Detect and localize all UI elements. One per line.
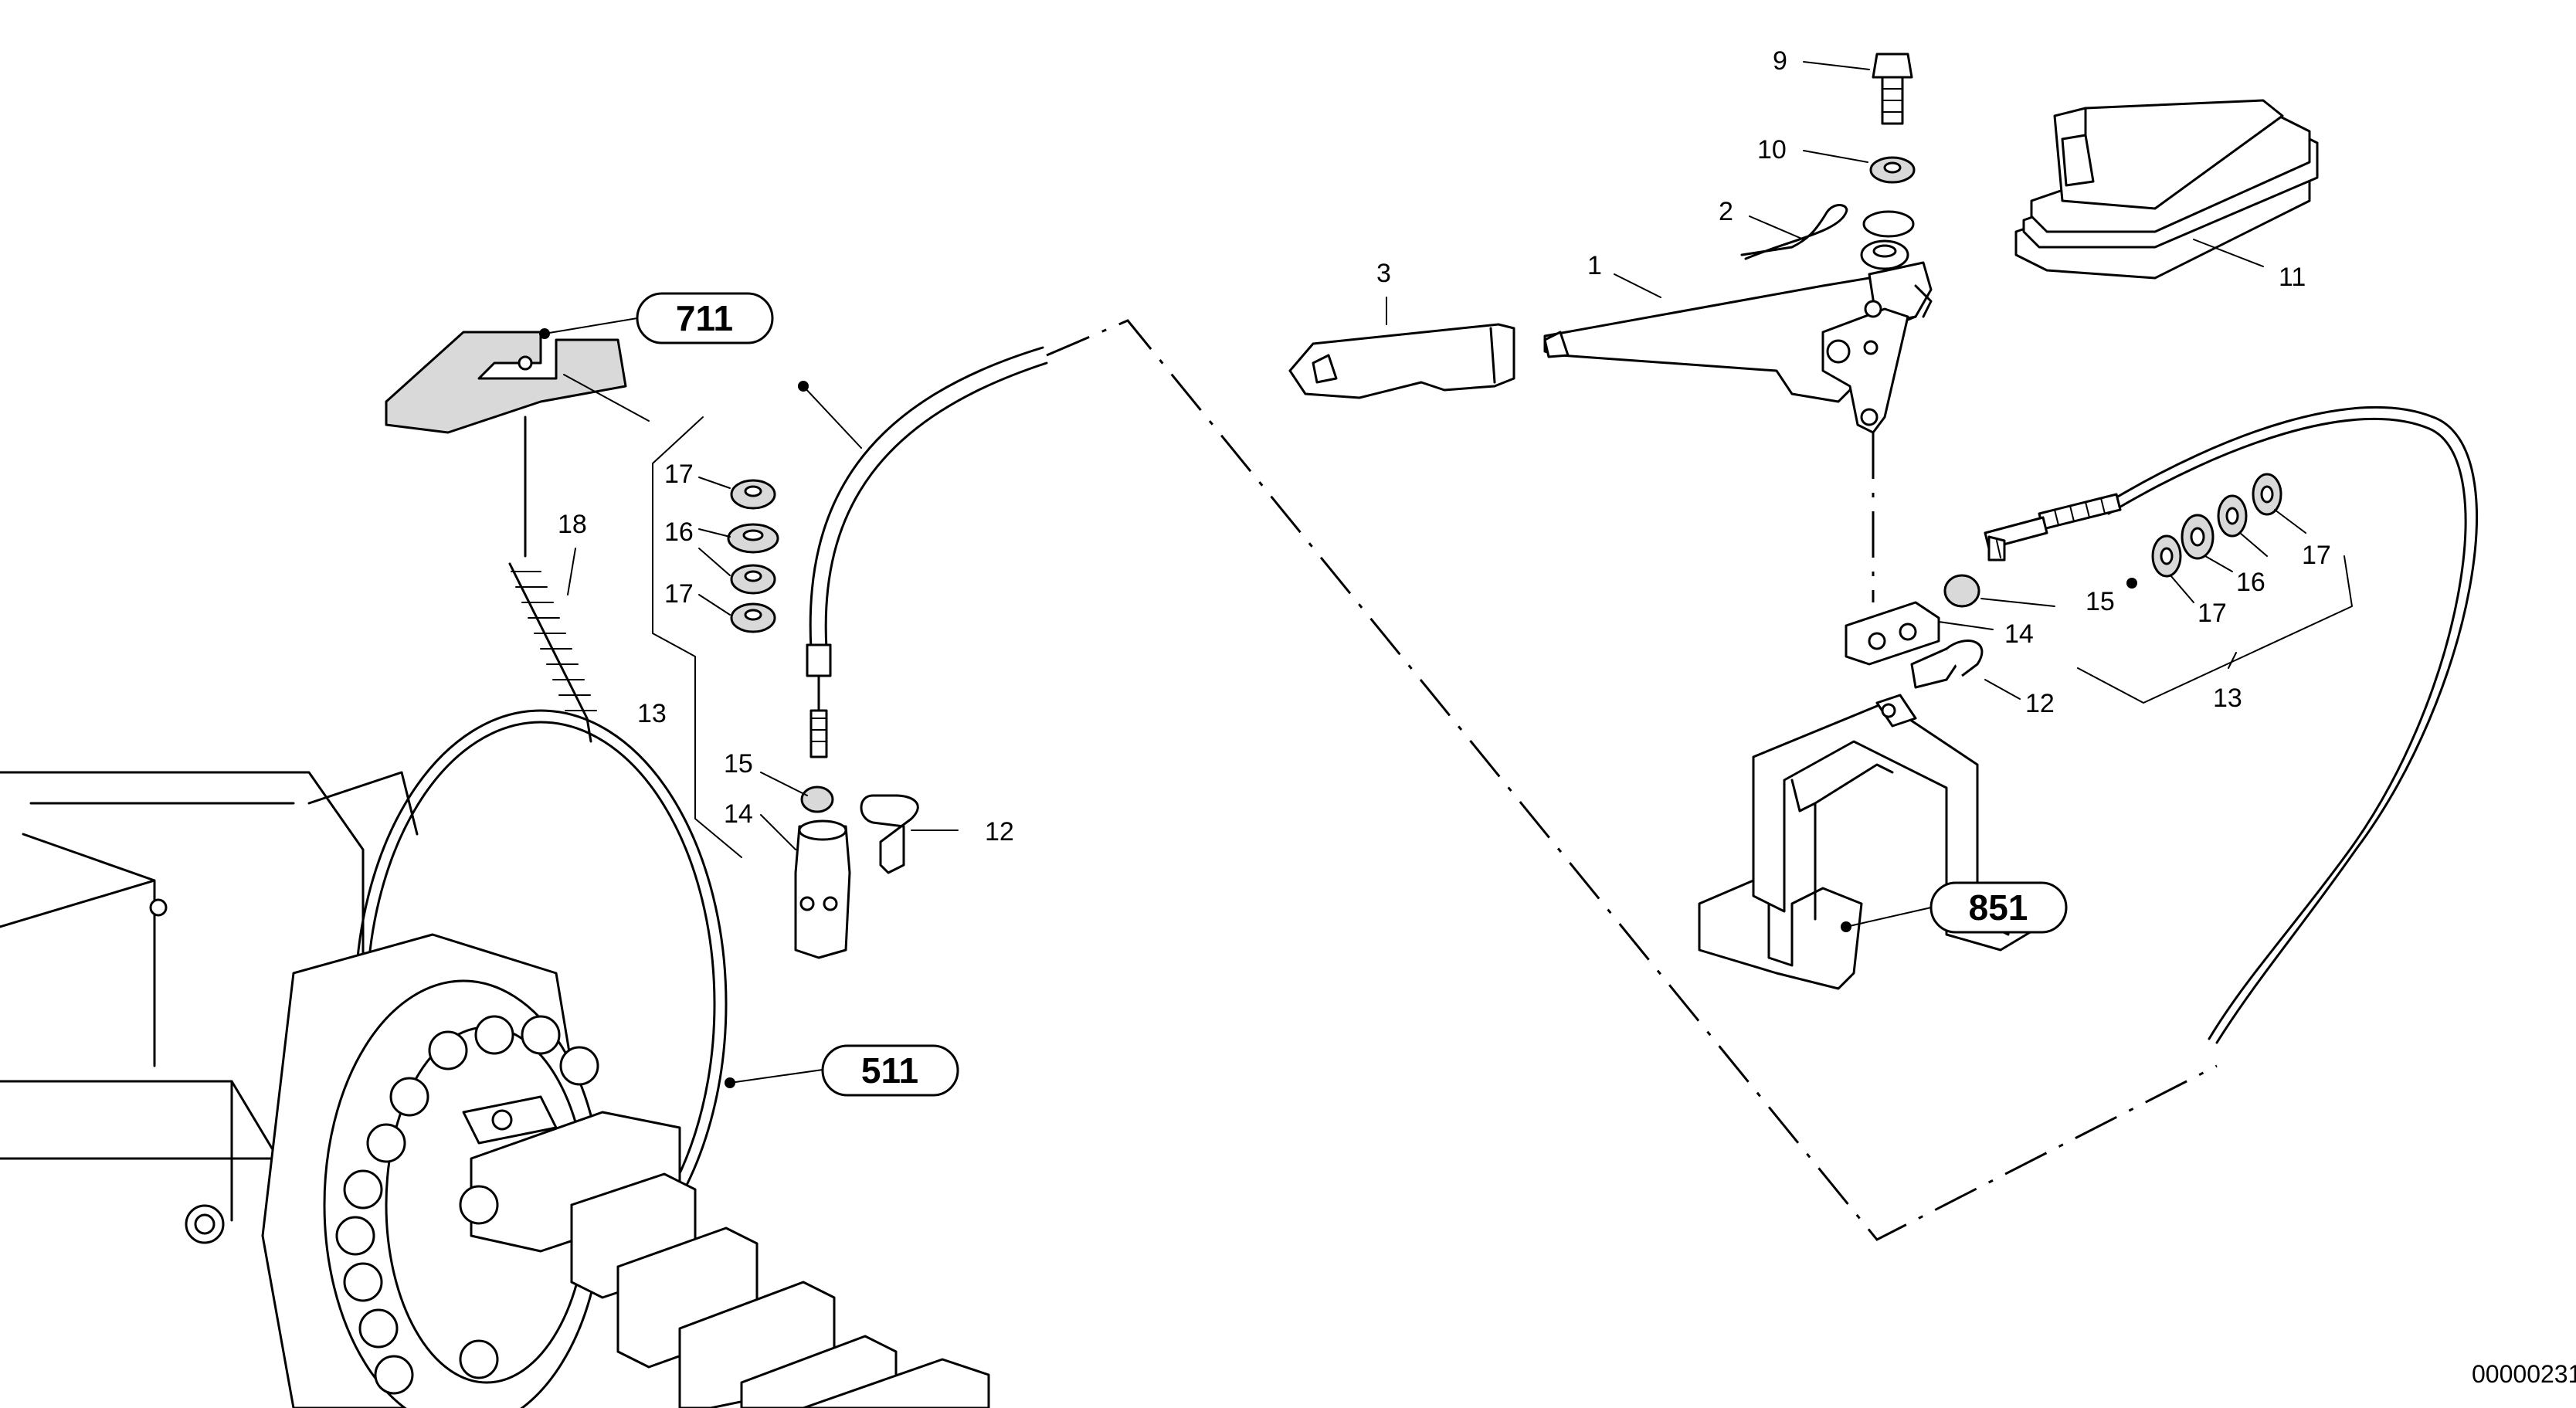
handle-grip bbox=[1288, 323, 1515, 399]
label-part-10: 10 bbox=[1757, 135, 1787, 165]
cable-left bbox=[800, 346, 1048, 813]
clevis-left bbox=[794, 819, 851, 959]
label-part-12-right: 12 bbox=[2025, 689, 2055, 718]
reference-box-851[interactable]: 851 bbox=[1929, 881, 2068, 934]
label-part-13-right: 13 bbox=[2213, 684, 2242, 713]
label-part-17-left-top: 17 bbox=[664, 460, 694, 489]
washer-stack-right bbox=[2151, 473, 2282, 578]
tyre-tread bbox=[570, 1172, 990, 1408]
clip-left bbox=[860, 794, 919, 874]
part-labels: 1 2 3 9 10 11 12 12 13 13 14 14 15 15 16… bbox=[558, 46, 2331, 846]
axle-assembly-drawing bbox=[0, 709, 990, 1408]
leader-18 bbox=[567, 548, 576, 595]
reference-box-711[interactable]: 711 bbox=[539, 292, 774, 344]
nut-15-right bbox=[1943, 574, 1980, 608]
tension-spring bbox=[508, 416, 597, 743]
drawing-number: 00000231 bbox=[2472, 1360, 2576, 1388]
label-part-9: 9 bbox=[1773, 46, 1787, 76]
label-part-1: 1 bbox=[1587, 251, 1602, 280]
label-part-13-left: 13 bbox=[637, 699, 667, 728]
cable-right bbox=[1984, 405, 2478, 1044]
hand-brake-lever bbox=[1543, 239, 1933, 434]
label-part-15-left: 15 bbox=[724, 749, 753, 779]
ref-711-label: 711 bbox=[676, 298, 733, 338]
clevis-right bbox=[1845, 601, 1940, 666]
label-part-17-left-bottom: 17 bbox=[664, 579, 694, 609]
leader-cable-left bbox=[803, 385, 862, 449]
label-part-18: 18 bbox=[558, 510, 587, 539]
label-part-11: 11 bbox=[2279, 263, 2306, 292]
label-part-2: 2 bbox=[1719, 197, 1733, 226]
label-part-12-left: 12 bbox=[985, 817, 1014, 846]
label-part-15-right: 15 bbox=[2086, 587, 2115, 616]
leader-plate bbox=[563, 374, 650, 422]
spring-clip bbox=[1740, 204, 1848, 260]
ref-851-label: 851 bbox=[1969, 887, 2028, 928]
label-part-17-right-a: 17 bbox=[2198, 599, 2227, 628]
washer-stack-left bbox=[727, 479, 779, 633]
clip-right bbox=[1910, 640, 1984, 689]
label-part-17-right-b: 17 bbox=[2302, 541, 2331, 570]
reference-box-511[interactable]: 511 bbox=[725, 1044, 959, 1097]
bolt bbox=[1872, 53, 1913, 125]
rubber-boot bbox=[2014, 99, 2319, 280]
label-part-3: 3 bbox=[1376, 259, 1391, 288]
hub-bolts bbox=[335, 1015, 599, 1395]
ring-washer bbox=[1862, 210, 1915, 238]
label-part-16-left: 16 bbox=[664, 517, 694, 547]
phantom-line bbox=[1046, 319, 2218, 1241]
bracket-plate bbox=[385, 331, 627, 434]
label-part-14-right: 14 bbox=[2004, 619, 2034, 649]
bracket-13-left bbox=[652, 416, 742, 858]
label-part-14-left: 14 bbox=[724, 799, 753, 829]
label-part-16-right: 16 bbox=[2236, 568, 2265, 597]
mounting-bracket bbox=[1698, 694, 2041, 990]
ref-511-label: 511 bbox=[861, 1050, 918, 1091]
bracket-13-right bbox=[2077, 555, 2353, 704]
